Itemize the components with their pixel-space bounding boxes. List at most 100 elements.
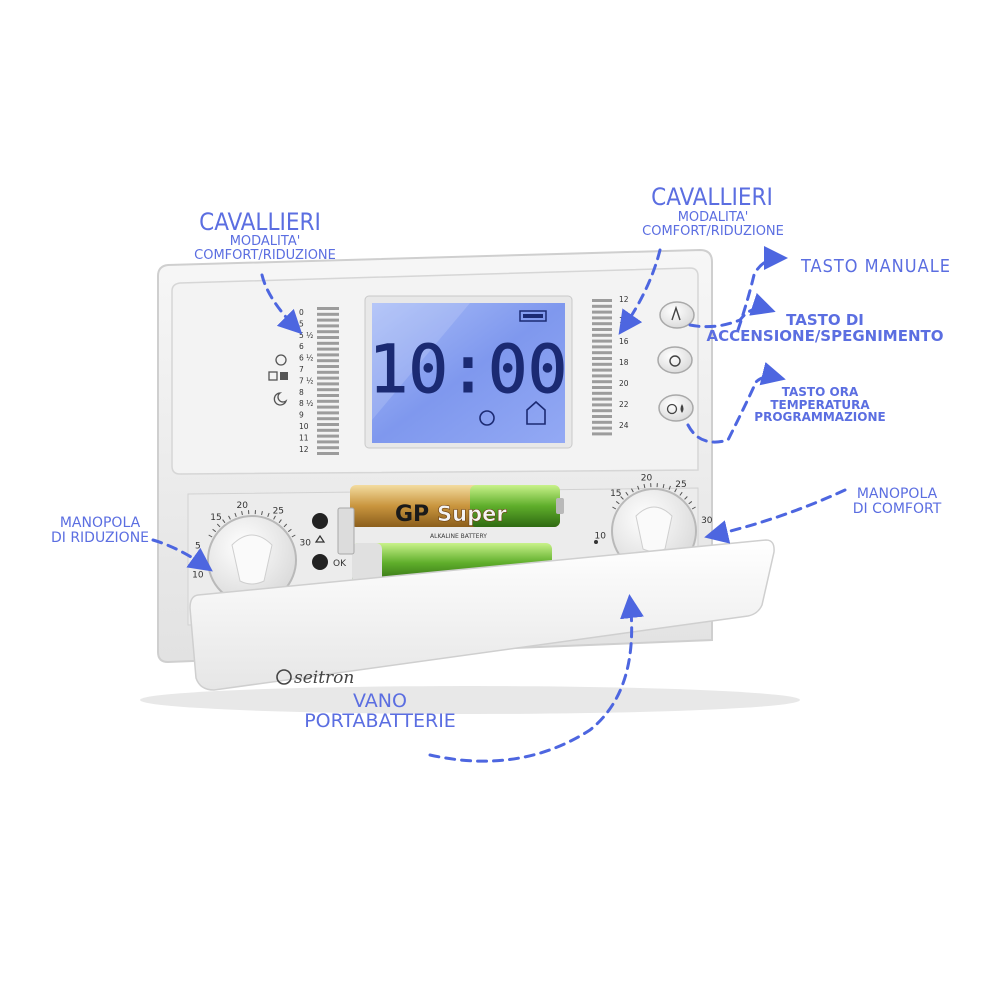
dial-mark-label: 30 <box>300 539 312 549</box>
left-scale-label: 6 <box>299 342 304 351</box>
left-tab[interactable] <box>317 452 339 455</box>
hand-icon <box>671 305 681 321</box>
left-tab[interactable] <box>317 341 339 345</box>
left-scale-label: 7 ½ <box>299 376 313 385</box>
left-tab[interactable] <box>317 336 339 339</box>
mode-small-button[interactable] <box>312 513 328 543</box>
left-tab[interactable] <box>317 318 339 322</box>
left-tab[interactable] <box>317 359 339 363</box>
lcd-display: 10:00 <box>364 295 573 449</box>
dial-tick <box>222 519 226 524</box>
power-icon <box>669 355 681 367</box>
label-tasto-manuale: TASTO MANUALE <box>801 256 951 277</box>
right-tab[interactable] <box>592 328 612 331</box>
arrow-tasto-ora <box>686 361 786 444</box>
left-scale-label: 5 ½ <box>299 331 313 340</box>
right-tab[interactable] <box>592 426 612 430</box>
power-button[interactable] <box>657 346 693 374</box>
right-tab[interactable] <box>592 368 612 372</box>
left-tab[interactable] <box>317 428 339 432</box>
left-tab[interactable] <box>317 307 339 310</box>
manual-button[interactable] <box>659 301 695 329</box>
dial-tick <box>273 515 276 520</box>
annotation-arrows <box>151 246 847 763</box>
right-tab[interactable] <box>592 333 612 337</box>
left-tab[interactable] <box>317 399 339 403</box>
ok-label: OK <box>333 559 347 569</box>
right-tab[interactable] <box>592 391 612 395</box>
right-tab[interactable] <box>592 432 612 436</box>
time-program-button[interactable] <box>658 394 694 422</box>
dial-tick <box>216 523 221 528</box>
left-tab[interactable] <box>317 330 339 334</box>
right-tab[interactable] <box>592 409 612 413</box>
dial-tick <box>668 485 671 490</box>
right-scale-label: 18 <box>619 358 629 367</box>
left-scale-label: 8 ½ <box>299 399 313 408</box>
right-tab[interactable] <box>592 339 612 343</box>
dial-tick <box>662 483 665 489</box>
right-tab[interactable] <box>592 310 612 314</box>
battery-flap[interactable]: seitron <box>189 539 775 691</box>
right-tab[interactable] <box>592 397 612 401</box>
left-tab[interactable] <box>317 446 339 450</box>
arrow-cavallieri-right <box>618 248 662 335</box>
mode-box-icon <box>268 371 278 381</box>
dial-tick <box>267 512 270 517</box>
left-tab[interactable] <box>317 411 339 415</box>
right-tab[interactable] <box>592 304 612 308</box>
left-tab[interactable] <box>317 394 339 397</box>
label-manopola-comfort: MANOPOLA DI COMFORT <box>852 486 942 517</box>
right-tabs[interactable] <box>592 299 612 436</box>
sun-icon <box>275 354 287 366</box>
left-tab[interactable] <box>317 312 339 316</box>
left-tab[interactable] <box>317 405 339 409</box>
left-tab[interactable] <box>317 423 339 426</box>
dial-tick <box>241 510 243 516</box>
left-tab[interactable] <box>317 347 339 351</box>
arrow-tasto-manuale <box>736 246 788 332</box>
left-tab[interactable] <box>317 370 339 374</box>
right-tab[interactable] <box>592 403 612 407</box>
left-tab[interactable] <box>317 440 339 444</box>
dial-tick <box>615 501 620 505</box>
left-tab[interactable] <box>317 388 339 392</box>
ok-button[interactable]: OK <box>312 554 347 570</box>
left-tab[interactable] <box>317 382 339 386</box>
drop-icon <box>680 404 684 413</box>
left-tab[interactable] <box>317 324 339 328</box>
right-tab[interactable] <box>592 415 612 418</box>
left-tab[interactable] <box>317 376 339 380</box>
left-tab[interactable] <box>317 365 339 368</box>
label-cavallieri-right: CAVALLIERI <box>651 183 773 211</box>
dial-tick <box>283 523 288 528</box>
right-tab[interactable] <box>592 380 612 384</box>
left-tab[interactable] <box>317 417 339 421</box>
left-scale-label: 8 <box>299 388 304 397</box>
left-scale-label: 12 <box>299 445 309 454</box>
right-tab[interactable] <box>592 420 612 424</box>
dial-tick <box>212 528 217 533</box>
left-scale-label: 0 <box>299 308 304 317</box>
dial-tick <box>208 534 213 538</box>
left-tabs[interactable] <box>317 307 339 455</box>
right-tab[interactable] <box>592 351 612 355</box>
right-tab[interactable] <box>592 374 612 378</box>
right-tab[interactable] <box>592 357 612 360</box>
right-tab[interactable] <box>592 316 612 320</box>
right-tab[interactable] <box>592 386 612 389</box>
label-tasto-ora: TASTO ORA TEMPERATURA PROGRAMMAZIONE <box>754 385 886 425</box>
lcd-comfort-icon <box>479 410 495 426</box>
reduction-dial[interactable] <box>207 515 297 605</box>
arrow-vano <box>428 594 644 763</box>
right-tab[interactable] <box>592 345 612 349</box>
left-tab[interactable] <box>317 353 339 357</box>
right-tab[interactable] <box>592 322 612 326</box>
right-tab[interactable] <box>592 299 612 302</box>
dial-tick <box>684 496 688 500</box>
dial-tick <box>228 515 231 520</box>
right-tab[interactable] <box>592 362 612 366</box>
left-tab[interactable] <box>317 434 339 438</box>
right-scale-label: 24 <box>619 421 629 430</box>
